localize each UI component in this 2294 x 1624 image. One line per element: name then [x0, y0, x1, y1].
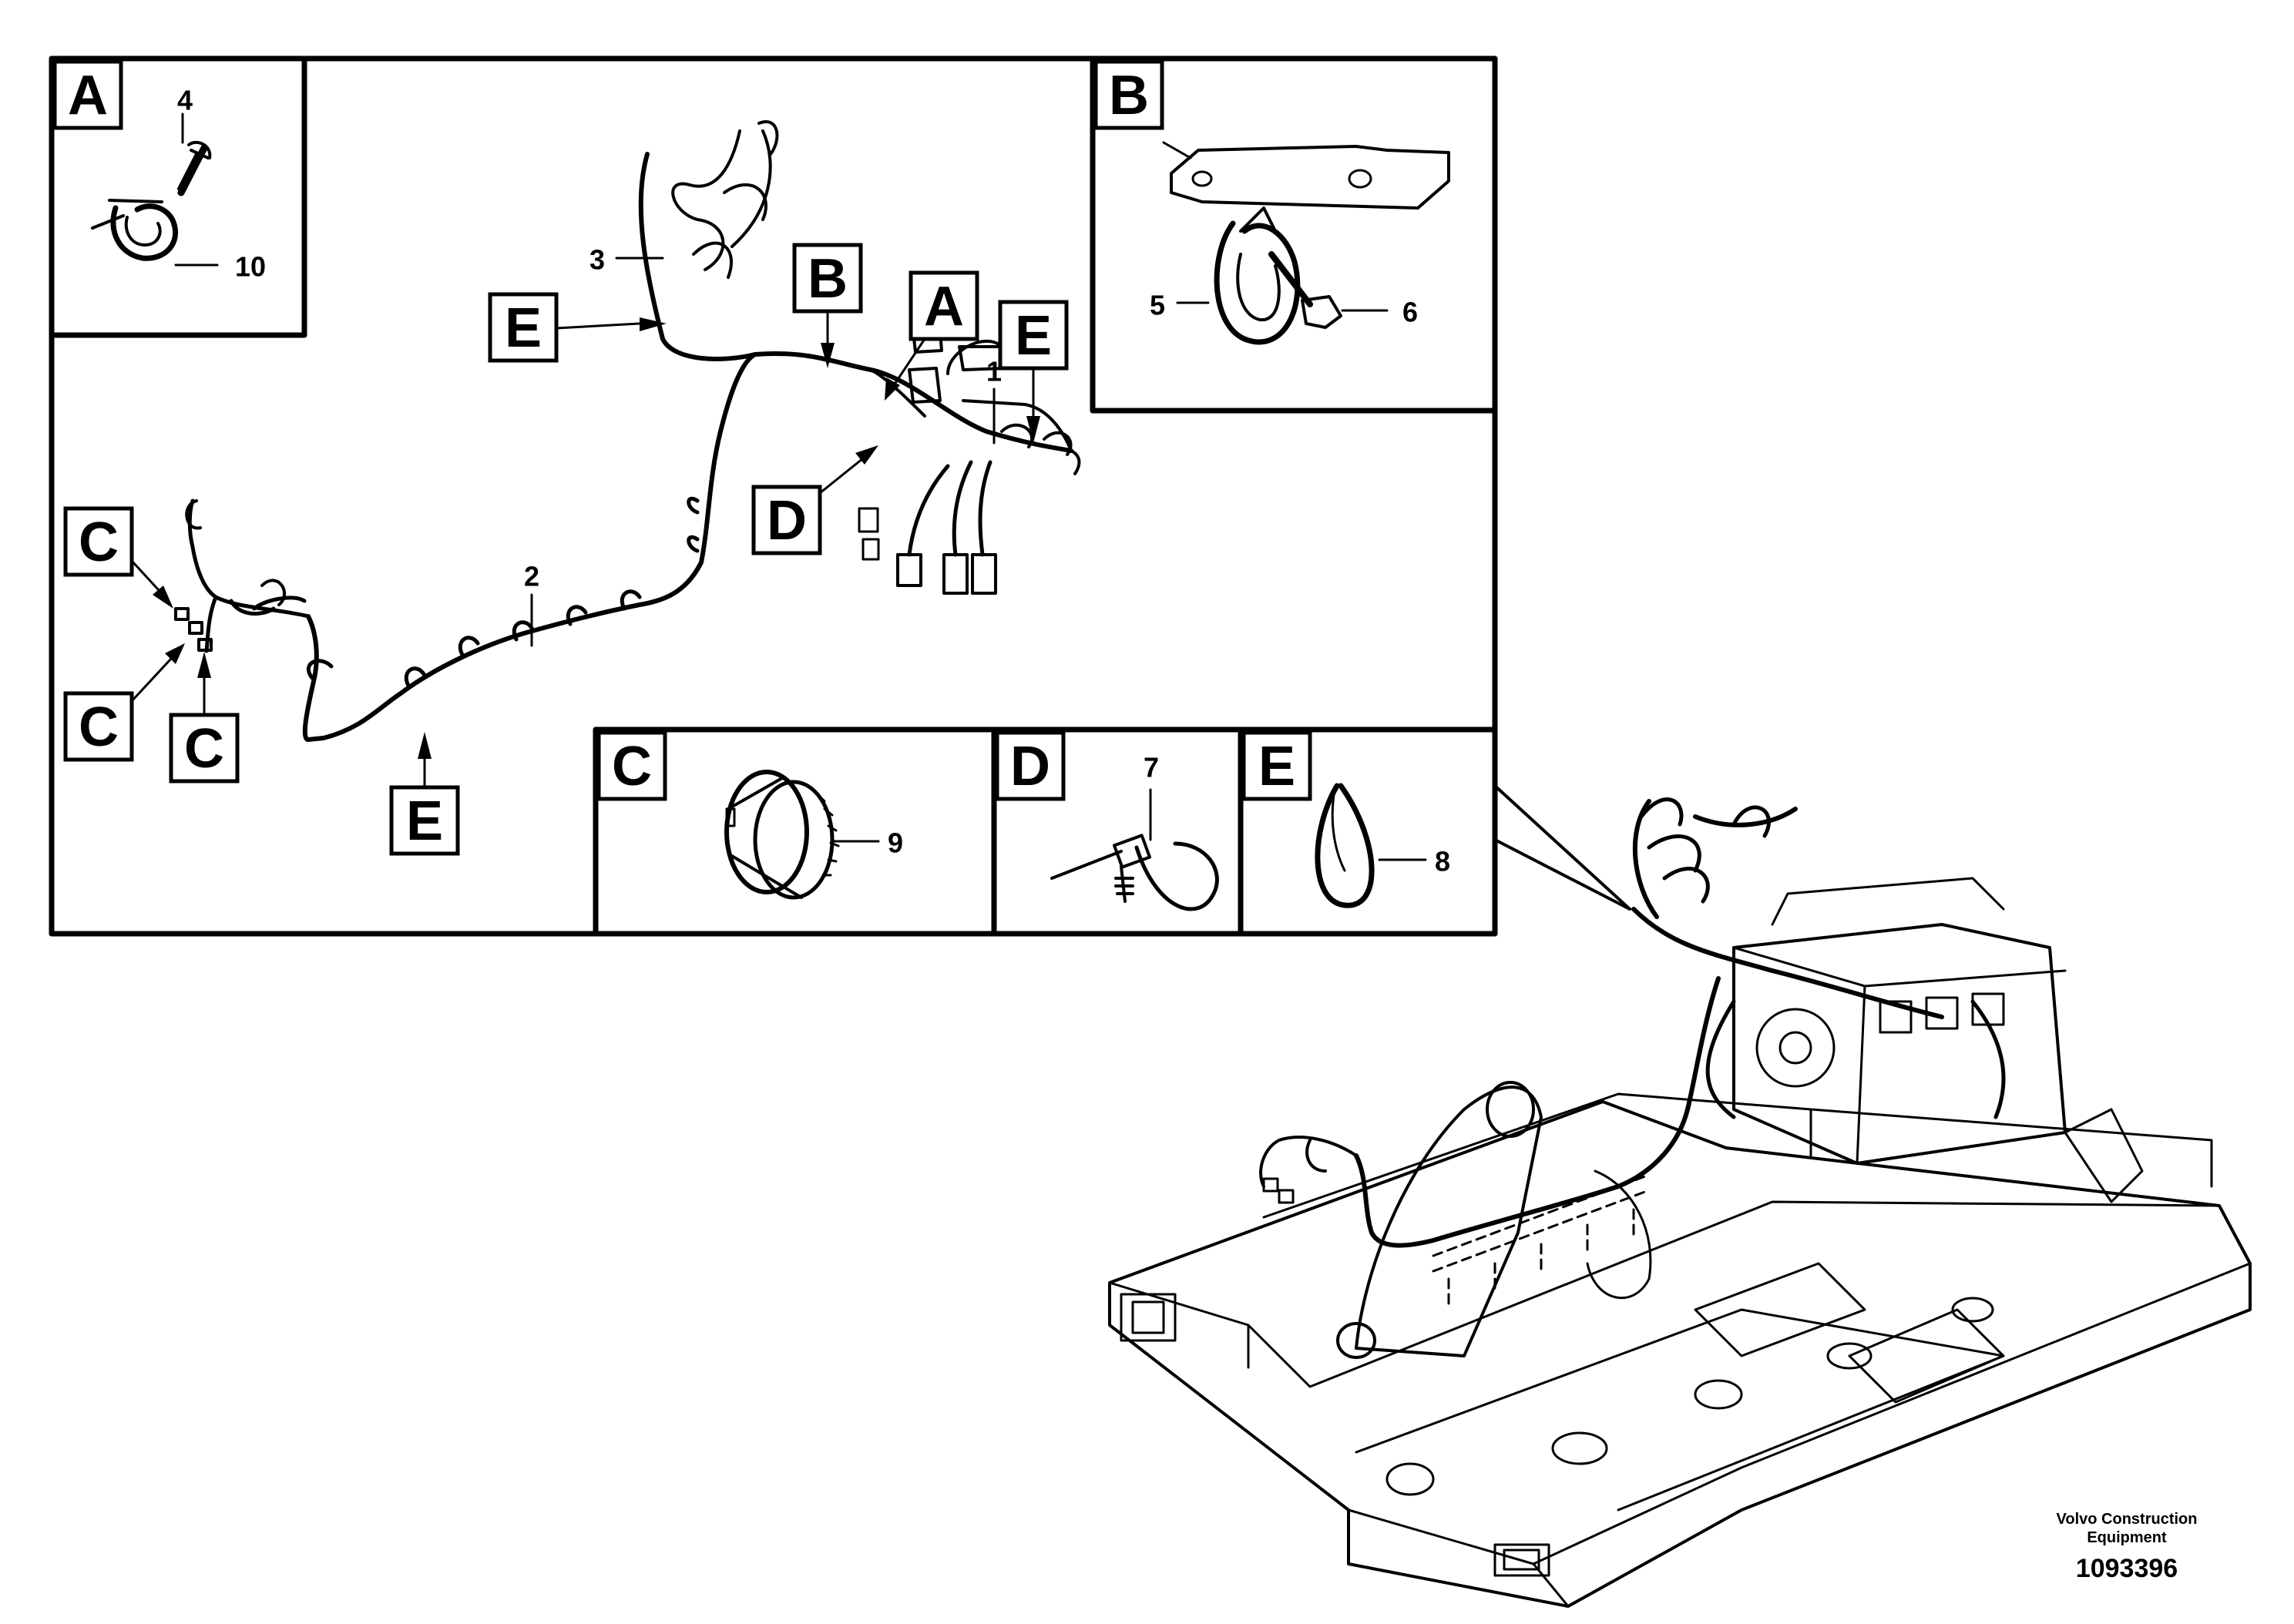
svg-text:C: C [79, 512, 119, 573]
callout-b-main: B [792, 243, 863, 368]
svg-text:D: D [767, 490, 807, 552]
inset-a: A 4 10 [49, 55, 307, 338]
callout-d-main: D [751, 445, 878, 555]
inset-c-letter: C [612, 736, 652, 797]
svg-text:C: C [79, 696, 119, 758]
svg-text:A: A [924, 276, 964, 337]
callout-c-left-top: C [63, 506, 173, 609]
main-detail-frame [49, 55, 1498, 937]
clamp-icon [110, 203, 179, 261]
engine-icon [1732, 923, 2067, 1165]
part-number-9: 9 [888, 827, 903, 859]
part-number-7: 7 [1144, 752, 1159, 783]
bracket-icon [1170, 145, 1450, 210]
callout-e-bottom: E [389, 732, 460, 856]
callout-a-main: A [885, 270, 979, 401]
grommet-ring-icon [724, 770, 840, 900]
brand-block: Volvo Construction Equipment 1093396 [2011, 1510, 2242, 1585]
loop-strap-icon [1315, 783, 1375, 908]
inset-d: D 7 [995, 730, 1219, 911]
inset-d-letter: D [1010, 736, 1050, 797]
inset-a-letter: A [68, 65, 108, 126]
part-number-1: 1 [986, 356, 1002, 388]
clamp-icon [1214, 220, 1301, 345]
inset-c: C 9 [593, 726, 1498, 937]
brand-name: Volvo Construction Equipment [2056, 1511, 2198, 1546]
inset-e-letter: E [1258, 736, 1295, 797]
drawing-number: 1093396 [2075, 1554, 2178, 1583]
part-number-2: 2 [524, 561, 539, 592]
inset-b: B 5 6 [1090, 55, 1498, 414]
inset-e: E 8 [1241, 730, 1450, 908]
svg-text:C: C [184, 718, 224, 780]
svg-text:B: B [808, 248, 848, 310]
callout-e-upper-right: E [998, 300, 1069, 443]
callout-c-mid-bottom: C [169, 652, 240, 783]
harness-assembly [174, 120, 1081, 742]
detail-leader-lines [1493, 784, 1631, 911]
callout-e-upper-left: E [488, 292, 667, 363]
svg-text:E: E [406, 790, 443, 852]
callout-c-left-bottom: C [63, 643, 185, 762]
svg-text:E: E [505, 297, 542, 359]
bolt-icon [1268, 251, 1313, 307]
part-number-4: 4 [177, 85, 193, 116]
part-number-3: 3 [589, 244, 605, 276]
inset-b-letter: B [1109, 65, 1149, 126]
part-number-10: 10 [235, 251, 266, 283]
part-number-5: 5 [1150, 290, 1165, 321]
part-number-6: 6 [1402, 297, 1418, 328]
harness-part-labels: 3 1 2 [524, 244, 1002, 647]
machine-frame-illustration [1108, 797, 2252, 1608]
part-number-8: 8 [1435, 846, 1450, 877]
cable-tie-clip-icon [1050, 834, 1219, 911]
svg-text:E: E [1015, 305, 1052, 367]
